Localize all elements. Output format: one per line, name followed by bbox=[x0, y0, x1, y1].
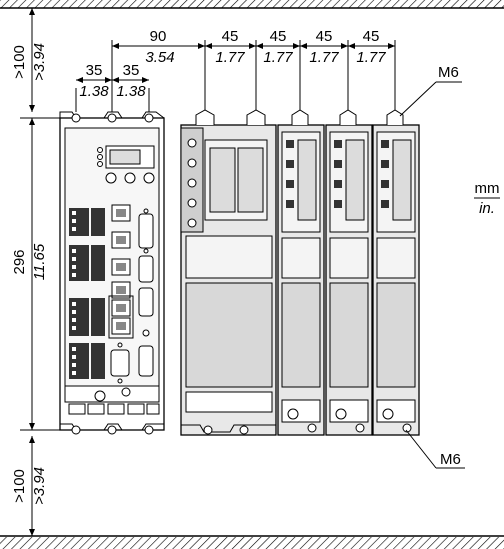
dim-45-mm-3: 45 bbox=[316, 28, 333, 45]
controller-device bbox=[59, 111, 165, 435]
dim-35b-mm: 35 bbox=[123, 62, 140, 79]
axis-module-3 bbox=[372, 109, 420, 436]
dim-bottom-clearance-mm: >100 bbox=[11, 469, 28, 503]
dim-height-in: 11.65 bbox=[31, 243, 48, 280]
dim-top-clearance-in: >3.94 bbox=[31, 43, 48, 81]
dim-45-in-2: 1.77 bbox=[263, 49, 293, 66]
axis-module-2 bbox=[325, 109, 373, 436]
dim-90-in: 3.54 bbox=[145, 49, 174, 66]
dim-45-in-1: 1.77 bbox=[215, 49, 245, 66]
axis-module-1 bbox=[277, 109, 325, 436]
bottom-rail bbox=[0, 535, 504, 549]
dim-90-mm: 90 bbox=[150, 28, 167, 45]
label-m6-bottom: M6 bbox=[440, 451, 461, 468]
dim-height-mm: 296 bbox=[11, 249, 28, 274]
label-m6-top: M6 bbox=[438, 64, 459, 81]
dim-35b-in: 1.38 bbox=[116, 83, 146, 100]
dim-35a-mm: 35 bbox=[86, 62, 103, 79]
dim-bottom-clearance-in: >3.94 bbox=[31, 467, 48, 505]
dim-45-in-3: 1.77 bbox=[309, 49, 339, 66]
dim-45-mm-1: 45 bbox=[222, 28, 239, 45]
dim-45-mm-2: 45 bbox=[270, 28, 287, 45]
dimension-lines bbox=[20, 7, 500, 536]
power-module bbox=[180, 109, 277, 436]
dim-35a-in: 1.38 bbox=[79, 83, 109, 100]
dim-45-mm-4: 45 bbox=[363, 28, 380, 45]
dim-top-clearance-mm: >100 bbox=[11, 45, 28, 79]
unit-mm: mm bbox=[475, 180, 500, 197]
top-rail bbox=[0, 0, 504, 9]
unit-in: in. bbox=[479, 200, 495, 217]
dim-45-in-4: 1.77 bbox=[356, 49, 386, 66]
